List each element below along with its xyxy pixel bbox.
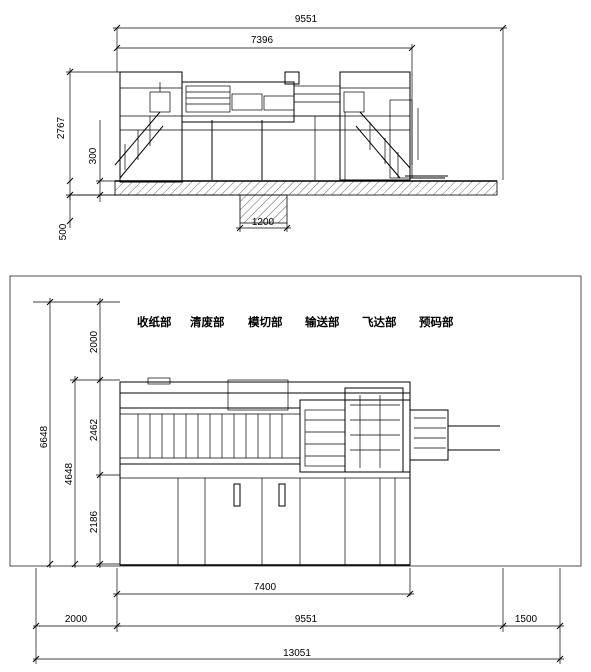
section-label-feeder: 飞达部 bbox=[362, 315, 397, 329]
dim-label: 9551 bbox=[295, 614, 318, 625]
dim-label: 300 bbox=[88, 147, 99, 164]
dim-plan-front-space: 2000 bbox=[33, 298, 120, 384]
section-labels: 收纸部 清废部 模切部 输送部 飞达部 预码部 bbox=[137, 315, 454, 329]
room-boundary bbox=[9, 275, 582, 567]
dim-label: 2767 bbox=[56, 116, 67, 139]
section-label-delivery: 收纸部 bbox=[137, 315, 172, 329]
dim-label: 1500 bbox=[515, 614, 538, 625]
elevation-view: 9551 7396 2767 300 bbox=[56, 14, 507, 240]
dim-label: 500 bbox=[58, 223, 69, 240]
dim-elevation-pit-depth: 500 bbox=[58, 191, 240, 240]
dim-plan-length-inner: 7400 bbox=[113, 568, 414, 598]
dim-label: 9551 bbox=[295, 14, 318, 25]
dim-plan-machine-depth: 4648 bbox=[64, 376, 120, 568]
dim-label: 2000 bbox=[89, 330, 100, 353]
section-label-pre-stacking: 预码部 bbox=[419, 315, 454, 329]
machine-plan bbox=[119, 377, 500, 566]
plan-view: 收纸部 清废部 模切部 输送部 飞达部 预码部 2000 6648 4648 bbox=[9, 275, 582, 664]
dim-elevation-machine-width: 7396 bbox=[113, 35, 416, 100]
machine-elevation bbox=[114, 71, 448, 183]
dim-elevation-pit-width: 1200 bbox=[236, 217, 291, 232]
dim-plan-left-space: 2000 bbox=[32, 568, 121, 632]
dim-label: 2186 bbox=[89, 510, 100, 533]
dim-label: 6648 bbox=[39, 425, 50, 448]
dim-label: 2462 bbox=[89, 418, 100, 441]
dim-label: 7400 bbox=[254, 582, 277, 593]
dim-plan-room-depth: 6648 bbox=[39, 298, 54, 568]
dim-label: 4648 bbox=[64, 462, 75, 485]
dim-elevation-overall-width: 9551 bbox=[113, 14, 507, 180]
dim-plan-machine-length: 9551 bbox=[117, 568, 507, 632]
dim-plan-total-length: 13051 bbox=[32, 632, 564, 664]
dim-elevation-height: 2767 bbox=[56, 68, 120, 200]
dim-plan-right-space: 1500 bbox=[503, 568, 564, 632]
plan-stripes bbox=[137, 414, 283, 458]
dim-label: 13051 bbox=[283, 648, 311, 659]
dim-label: 2000 bbox=[65, 614, 88, 625]
section-label-die-cutting: 模切部 bbox=[248, 315, 283, 329]
section-label-stripping: 清废部 bbox=[190, 315, 225, 329]
section-label-conveying: 输送部 bbox=[305, 315, 340, 329]
dim-plan-depth-upper: 2462 bbox=[89, 378, 120, 479]
floor-base bbox=[70, 177, 498, 224]
dim-label: 1200 bbox=[252, 217, 275, 228]
dim-label: 7396 bbox=[251, 35, 274, 46]
dim-plan-depth-lower: 2186 bbox=[89, 475, 120, 568]
